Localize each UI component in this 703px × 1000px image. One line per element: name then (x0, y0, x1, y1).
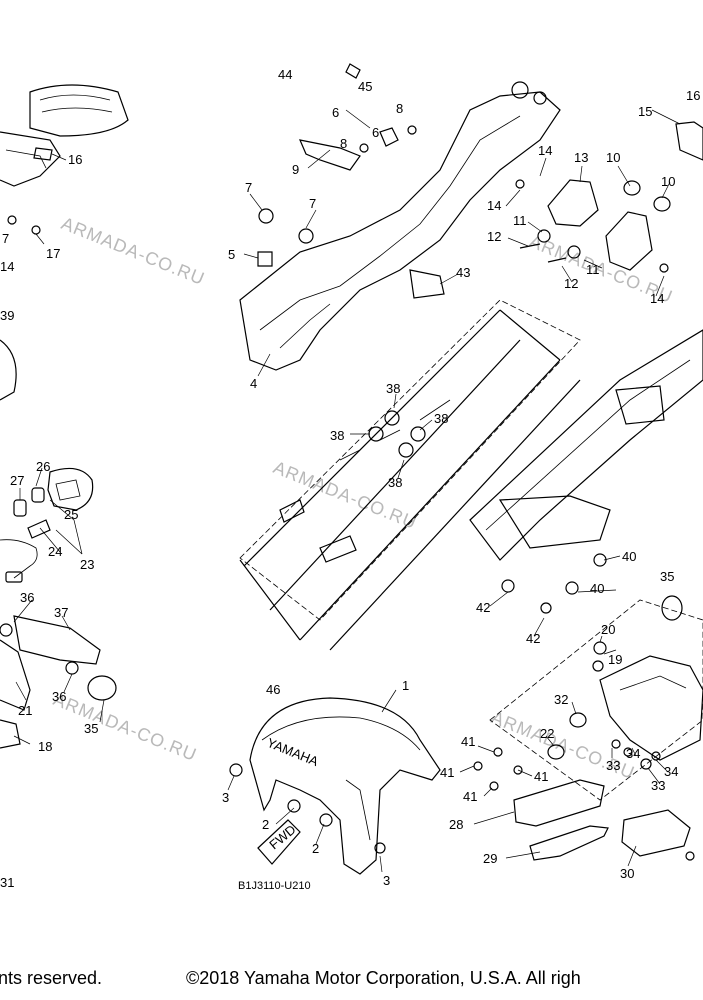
watermarks: ARMADA-CO.RU ARMADA-CO.RU ARMADA-CO.RU A… (51, 213, 676, 783)
callout: 41 (534, 769, 548, 784)
callout: 42 (476, 600, 490, 615)
callout: 2 (312, 841, 319, 856)
fender-brand-text: YAMAHA (265, 735, 321, 769)
callout: 10 (661, 174, 675, 189)
callout: 35 (660, 569, 674, 584)
callout: 20 (601, 622, 615, 637)
callout: 38 (386, 381, 400, 396)
footer-rights-text: nts reserved. (0, 968, 103, 988)
callout: 7 (309, 196, 316, 211)
license-bracket (0, 615, 117, 749)
callout: 33 (606, 758, 620, 773)
callout: 36 (20, 590, 34, 605)
callout: 38 (330, 428, 344, 443)
callout: 14 (487, 198, 501, 213)
callout: 7 (245, 180, 252, 195)
callout: 32 (554, 692, 568, 707)
footer-copyright-text: ©2018 Yamaha Motor Corporation, U.S.A. A… (186, 968, 581, 988)
callout: 11 (513, 213, 527, 228)
callout: 41 (461, 734, 475, 749)
callout: 38 (388, 475, 402, 490)
callout: 33 (651, 778, 665, 793)
callout: 7 (2, 231, 9, 246)
callout: 17 (46, 246, 60, 261)
diagram-reference-code: B1J3110-U210 (238, 880, 311, 892)
callout: 44 (278, 67, 292, 82)
callout: 37 (54, 605, 68, 620)
callout: 39 (0, 308, 14, 323)
callout: 38 (434, 411, 448, 426)
callout: 21 (18, 703, 32, 718)
callout: 4 (250, 376, 257, 391)
callout: 45 (358, 79, 372, 94)
callout: 10 (606, 150, 620, 165)
callout: 40 (590, 581, 604, 596)
callout: 26 (36, 459, 50, 474)
callout: 41 (463, 789, 477, 804)
callout: 19 (608, 652, 622, 667)
callout: 12 (487, 229, 501, 244)
callout-labels: 1 2 2 3 3 4 5 6 6 7 7 7 8 8 9 10 10 11 1… (0, 67, 700, 890)
callout: 14 (650, 291, 664, 306)
callout: 5 (228, 247, 235, 262)
leader-lines (13, 109, 681, 873)
callout: 46 (266, 682, 280, 697)
callout: 23 (80, 557, 94, 572)
front-fender: YAMAHA FWD (229, 697, 441, 875)
callout: 1 (402, 678, 409, 693)
callout: 14 (0, 259, 14, 274)
callout: 43 (456, 265, 470, 280)
callout: 8 (396, 101, 403, 116)
callout: 36 (52, 689, 66, 704)
callout: 15 (638, 104, 652, 119)
callout: 31 (0, 875, 14, 890)
watermark: ARMADA-CO.RU (51, 689, 200, 765)
callout: 6 (332, 105, 339, 120)
callout: 40 (622, 549, 636, 564)
callout: 18 (38, 739, 52, 754)
callout: 6 (372, 125, 379, 140)
lower-right-assembly (473, 595, 703, 861)
callout: 3 (383, 873, 390, 888)
callout: 34 (664, 764, 678, 779)
watermark: ARMADA-CO.RU (59, 213, 208, 289)
callout: 8 (340, 136, 347, 151)
callout: 12 (564, 276, 578, 291)
callout: 35 (84, 721, 98, 736)
callout: 29 (483, 851, 497, 866)
watermark: ARMADA-CO.RU (271, 457, 420, 533)
callout: 34 (626, 746, 640, 761)
callout: 27 (10, 473, 24, 488)
callout: 16 (686, 88, 700, 103)
callout: 24 (48, 544, 62, 559)
callout: 14 (538, 143, 552, 158)
tail-light-assembly (0, 84, 129, 245)
callout: 41 (440, 765, 454, 780)
callout: 28 (449, 817, 463, 832)
callout: 9 (292, 162, 299, 177)
upper-brackets (515, 121, 703, 273)
rear-frame (239, 299, 581, 651)
callout: 13 (574, 150, 588, 165)
callout: 25 (64, 507, 78, 522)
side-frame-right (469, 329, 703, 614)
callout: 11 (586, 262, 600, 277)
callout: 42 (526, 631, 540, 646)
callout: 30 (620, 866, 634, 881)
fwd-arrow-icon (257, 819, 301, 865)
rear-fender (239, 63, 561, 371)
callout: 3 (222, 790, 229, 805)
callout: 2 (262, 817, 269, 832)
callout: 16 (68, 152, 82, 167)
callout: 22 (540, 726, 554, 741)
